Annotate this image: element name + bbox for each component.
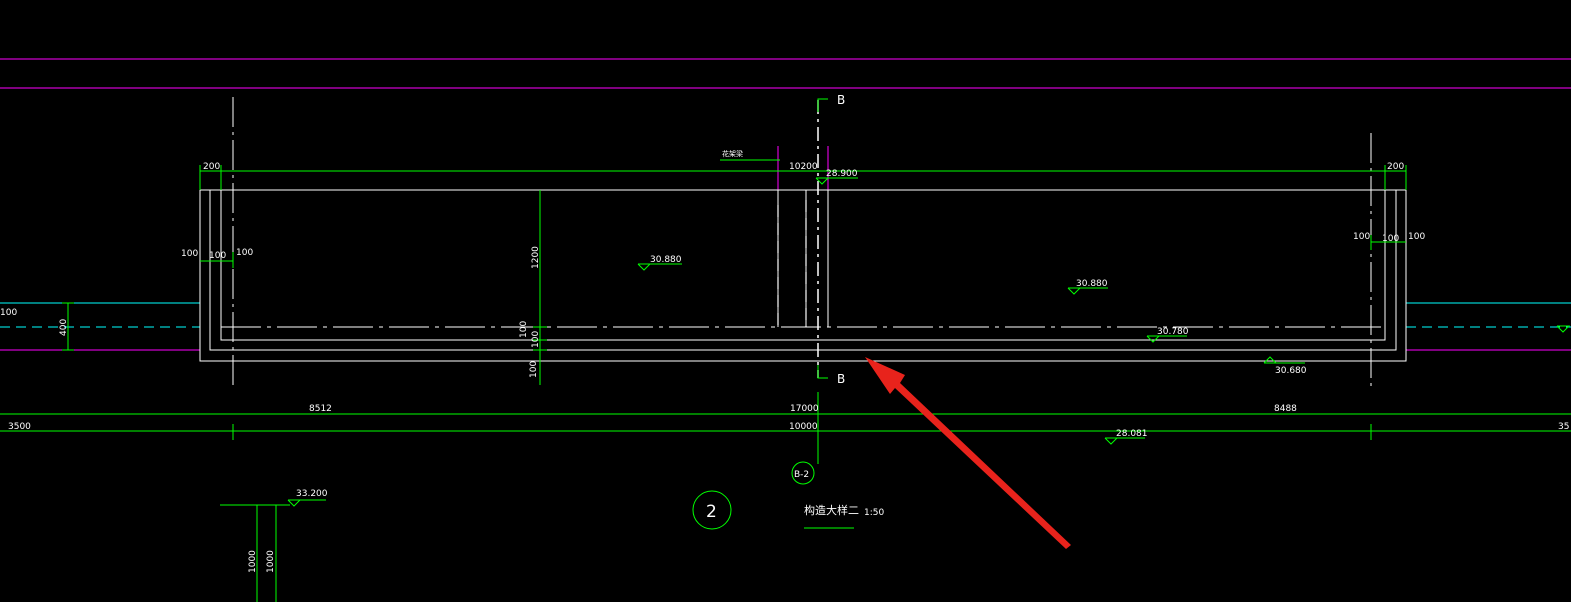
elev-bottom-outer: 30.680 <box>1275 366 1307 376</box>
dim-left-100b: 100 <box>209 251 226 261</box>
elev-bottom-inner: 30.780 <box>1157 327 1189 337</box>
detail-title: 构造大样二 <box>804 503 859 517</box>
dim-left-200: 200 <box>203 162 220 172</box>
elevation-markers <box>287 177 1571 507</box>
elev-left-water: 30.880 <box>650 255 682 265</box>
dim-100-left-edge: 100 <box>0 308 17 318</box>
detail-number-circle[interactable] <box>692 490 732 530</box>
dim-100a-vertical: 100 <box>519 321 529 338</box>
magenta-reference-lines <box>0 58 1571 351</box>
grid-bubble[interactable] <box>791 461 815 485</box>
section-marks <box>817 98 828 379</box>
cyan-water-lines <box>0 302 1571 328</box>
dim-10200: 10200 <box>789 162 818 172</box>
dim-1000b: 1000 <box>266 550 276 573</box>
detail-number: 2 <box>706 502 717 522</box>
dim-left-100c: 100 <box>236 248 253 258</box>
grid-axis-lines <box>232 97 1372 388</box>
elev-right-water: 30.880 <box>1076 279 1108 289</box>
dim-8512: 8512 <box>309 404 332 414</box>
dim-1000a: 1000 <box>248 550 258 573</box>
dim-100b-vertical: 100 <box>531 331 541 348</box>
hidden-lines <box>777 200 807 327</box>
elev-ground: 28.081 <box>1116 429 1148 439</box>
dim-1200: 1200 <box>531 246 541 269</box>
dim-10000: 10000 <box>789 422 818 432</box>
dim-17000: 17000 <box>790 404 819 414</box>
dim-right-100a: 100 <box>1353 232 1370 242</box>
elev-lower: 33.200 <box>296 489 328 499</box>
dim-right-100c: 100 <box>1408 232 1425 242</box>
section-label-top: B <box>837 93 845 107</box>
dim-8488: 8488 <box>1274 404 1297 414</box>
dim-right-200: 200 <box>1387 162 1404 172</box>
beam-note: 花架梁 <box>722 149 743 158</box>
dim-3500: 3500 <box>8 422 31 432</box>
red-arrow-annotation <box>865 357 1071 549</box>
section-label-bottom: B <box>837 372 845 386</box>
tank-outline[interactable] <box>199 189 1407 362</box>
dim-right-100b: 100 <box>1382 234 1399 244</box>
dim-100c-vertical: 100 <box>529 361 539 378</box>
dim-400: 400 <box>59 319 69 336</box>
dimension-lines <box>0 159 1571 602</box>
detail-scale: 1:50 <box>864 508 884 518</box>
grid-bubble-label: B-2 <box>794 470 809 480</box>
dim-left-100a: 100 <box>181 249 198 259</box>
elev-top: 28.900 <box>826 169 858 179</box>
dim-35: 35 <box>1558 422 1569 432</box>
